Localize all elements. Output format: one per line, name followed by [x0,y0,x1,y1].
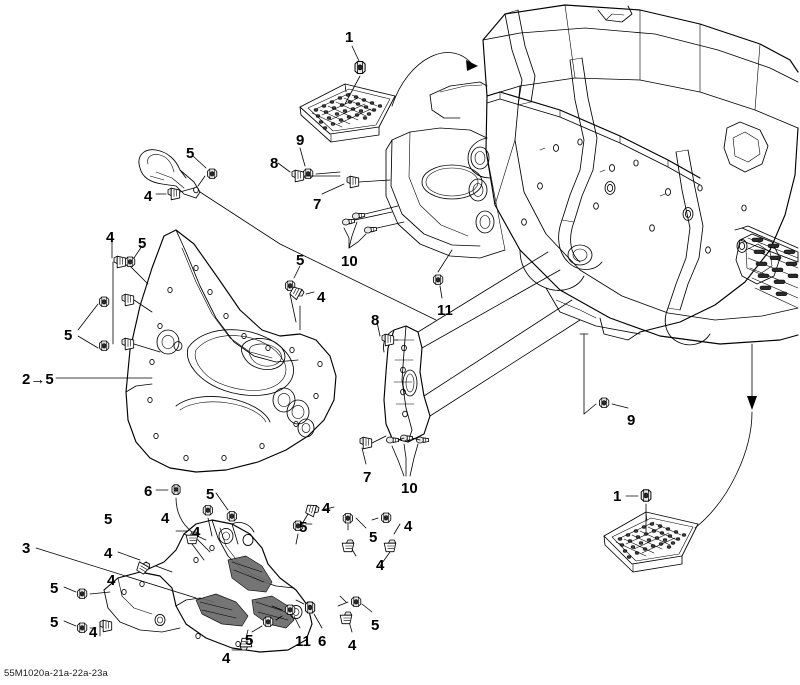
callout-label-6-upper: 6 [144,483,153,500]
hardware-callout-11-lower [271,604,301,629]
callout-label-8-center: 8 [371,312,380,329]
hardware-callout-4-center-lower-1 [292,502,335,545]
callout-label-4-panel: 4 [106,229,115,246]
assembly-arrow-top [391,52,473,107]
callout-label-1-bottom: 1 [613,488,622,505]
hardware-callout-10-center [385,434,430,477]
callout-label-5-panelleft: 5 [64,327,73,344]
callout-label-5-brkt-left1: 5 [104,511,113,528]
callout-label-5-right-low: 5 [371,617,380,634]
callout-label-9-lower: 9 [627,412,636,429]
main-chassis-frame [385,4,799,346]
hardware-callout-4-top-bracket [155,187,195,201]
hardware-callout-4-right-lower [371,512,401,567]
callout-label-4-ctr-low-1: 4 [322,500,331,517]
callout-label-11-upper: 11 [437,302,453,319]
callout-label-7-center: 7 [363,469,372,486]
hardware-callout-5-panel-upper [125,245,143,268]
footrest-pad-lower [603,511,699,573]
panel-hinge-cluster [156,329,315,438]
hardware-callout-5-bracket-left-2 [63,619,113,637]
hardware-callout-5-panel-left-cluster [77,261,161,353]
callout-label-2to5: 2→5 [22,371,54,388]
hardware-callout-9-lower [579,333,629,415]
callout-label-9-upper: 9 [296,132,305,149]
callout-label-4-left-1: 4 [107,572,116,589]
hardware-callout-4-bracket-a [175,530,205,561]
callout-label-8-upper: 8 [270,155,279,172]
callout-label-3: 3 [22,540,31,557]
callout-1-top-leader [344,45,366,105]
hardware-callout-6-upper-bracket [155,484,207,541]
callout-label-5-left-1: 5 [50,580,59,597]
callout-label-4-left-2: 4 [89,624,98,641]
hardware-callout-8-center [376,321,399,347]
callout-label-10-upper: 10 [341,253,358,270]
callout-label-5-left-2: 5 [50,614,59,631]
callout-label-5-topbracket: 5 [186,145,195,162]
footrest-pad-upper [299,83,396,143]
hardware-callout-4-center-lower-2 [341,513,367,557]
callout-label-1-top: 1 [345,29,354,46]
callout-label-11-lower: 11 [295,633,311,650]
left-side-panel [125,229,337,473]
callout-label-4-ctr-low-2: 4 [376,557,385,574]
lower-support-bracket [103,519,313,653]
callout-1-bottom-leader [625,489,652,533]
hardware-callout-5-bracket-b [202,504,214,537]
hardware-callout-8-upper [277,162,341,183]
callout-label-5-ctr-low: 5 [299,519,308,536]
hardware-callout-3-leader [35,547,197,599]
hardware-callout-5-panel-right [284,265,301,323]
diagram-footer-code: 55M1020a-21a-22a-23a [4,668,108,679]
hardware-callout-5-bracket-left-1 [63,586,111,599]
callout-label-5-panel: 5 [138,235,147,252]
hardware-callout-4-bracket-b [117,551,173,576]
leaders-center-to-frame [417,251,581,417]
hardware-callout-7-upper [321,175,391,195]
assembly-arrow-bottom [694,411,753,529]
leader-left-panel-to-frame [199,191,437,321]
hardware-callout-5-bracket-a [215,492,239,545]
hardware-callout-4-right-bottom [339,595,353,633]
hardware-callout-5-bottom [251,615,283,633]
callout-label-4-panelright: 4 [317,289,326,306]
arrow-head-right [747,396,757,410]
callout-label-4-brkt-b: 4 [104,545,113,562]
callout-label-4-brkt-a: 4 [192,524,201,541]
arrow-head-top [466,60,478,71]
hardware-callout-6-lower [295,599,323,629]
small-upper-bracket [138,149,201,199]
hardware-callout-4-bottom-left [231,629,253,651]
callout-label-7-upper: 7 [313,196,322,213]
hardware-callout-9-upper [299,147,341,180]
callout-label-4-topbracket: 4 [144,188,153,205]
callout-label-4-brkt-c: 4 [161,510,170,527]
callout-label-6-lower: 6 [318,633,327,650]
callout-label-4-right-low: 4 [404,518,413,535]
hardware-callout-10-upper [341,205,405,249]
callout-label-5-bottom: 5 [245,632,254,649]
callout-label-4-bottom-lft: 4 [222,650,231,667]
callout-label-5-brkt-a: 5 [206,486,215,503]
hardware-callout-11-upper [432,249,453,299]
callout-label-5-ctr-low-2: 5 [369,529,378,546]
hardware-callout-5-top-bracket [192,155,218,187]
callout-label-10-center: 10 [401,480,418,497]
hardware-callout-5-right-lower [337,596,373,613]
callout-label-4-right-bot: 4 [348,637,357,654]
hardware-callout-4-panel-right [288,284,315,331]
callout-label-5-panelright: 5 [296,252,305,269]
hardware-callout-7-center [359,435,387,465]
